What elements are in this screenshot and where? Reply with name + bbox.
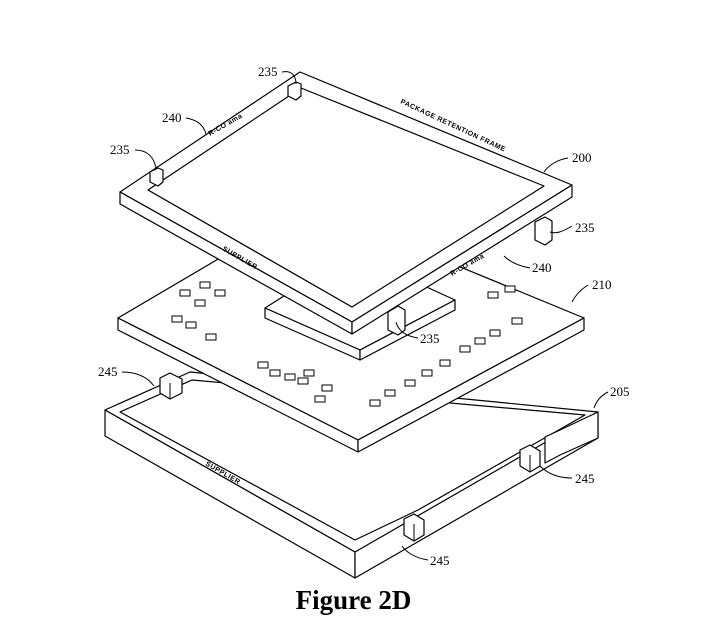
ref-200: 200 [572,150,592,165]
ref-210: 210 [592,277,612,292]
ref-245-right: 245 [575,471,595,486]
reference-leaders [121,71,609,561]
ref-245-left: 245 [98,364,118,379]
figure-caption: Figure 2D [295,585,412,615]
ref-235-top: 235 [258,64,278,79]
ref-240-left: 240 [162,110,182,125]
bottom-socket-frame-205: SUPPLIER [104,371,599,579]
ref-245-bottom: 245 [430,553,450,568]
ref-240-right: 240 [532,260,552,275]
ref-235-left: 235 [110,142,130,157]
ref-205: 205 [610,384,630,399]
ref-235-bottom: 235 [420,331,440,346]
ref-235-right: 235 [575,220,595,235]
package-retention-frame-200: PACKAGE RETENTION FRAME SUPPLIER R-CO am… [119,71,573,336]
